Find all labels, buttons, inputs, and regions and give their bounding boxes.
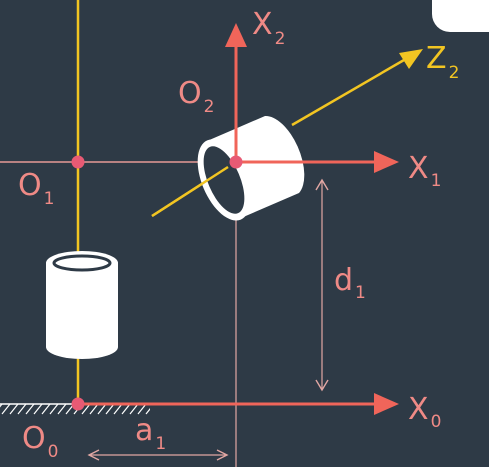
joint-o2 bbox=[229, 155, 243, 169]
prismatic-joint-cylinder bbox=[46, 251, 118, 359]
x0-arrowhead bbox=[374, 393, 399, 415]
hatch-stroke bbox=[41, 403, 51, 415]
hatch-stroke bbox=[57, 403, 67, 415]
hatch-stroke bbox=[1, 403, 11, 415]
hatch-stroke bbox=[81, 403, 91, 415]
hatch-stroke bbox=[49, 403, 59, 415]
x1-arrowhead bbox=[374, 151, 399, 173]
hatch-stroke bbox=[113, 403, 123, 415]
hatch-stroke bbox=[17, 403, 27, 415]
d1-arrow-top bbox=[315, 178, 329, 191]
hatch-stroke bbox=[129, 403, 139, 415]
hatch-stroke bbox=[145, 408, 150, 415]
a1-arrow-right bbox=[216, 449, 229, 461]
hatch-stroke bbox=[25, 403, 35, 415]
hatch-stroke bbox=[137, 403, 147, 415]
hatch-stroke bbox=[121, 403, 131, 415]
z2-axis-inner bbox=[151, 165, 229, 218]
joint-o1 bbox=[71, 155, 85, 169]
hatch-stroke bbox=[0, 403, 3, 408]
x2-arrowhead bbox=[225, 23, 247, 47]
hatch-stroke bbox=[105, 403, 115, 415]
joint-o0 bbox=[71, 397, 85, 411]
hatch-stroke bbox=[33, 403, 43, 415]
hatch-stroke bbox=[9, 403, 19, 415]
a1-arrow-left bbox=[87, 449, 100, 461]
d1-arrow-bottom bbox=[315, 379, 329, 392]
revolute-joint-cylinder bbox=[197, 115, 305, 221]
z2-arrowhead bbox=[399, 49, 423, 69]
corner-panel bbox=[432, 0, 489, 32]
hatch-stroke bbox=[97, 403, 107, 415]
z2-axis-front bbox=[291, 58, 405, 127]
hatch-stroke bbox=[89, 403, 99, 415]
